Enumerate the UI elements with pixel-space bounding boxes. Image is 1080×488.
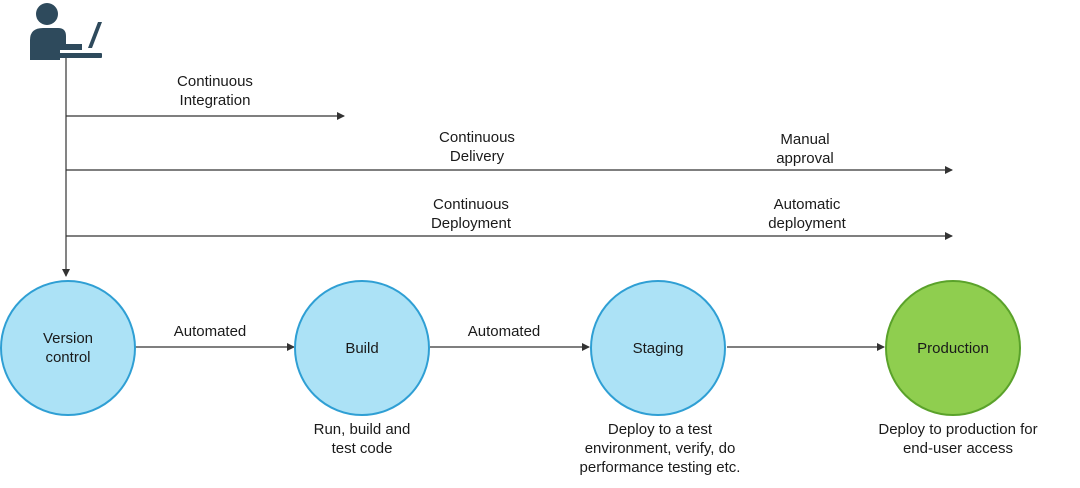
vc-build-edge-label: Automated xyxy=(173,323,247,340)
build-node: Build xyxy=(294,280,430,416)
build-label: Build xyxy=(345,339,379,357)
build-staging-edge-label: Automated xyxy=(467,323,541,340)
ci-lane-label: Continuous Integration xyxy=(177,73,253,109)
production-label: Production xyxy=(917,339,989,357)
manual-approval-label: Manual approval xyxy=(776,131,834,167)
cdep-lane-label: Continuous Deployment xyxy=(430,196,512,232)
automatic-deployment-label: Automatic deployment xyxy=(768,196,846,232)
production-node: Production xyxy=(885,280,1021,416)
cd-lane-label: Continuous Delivery xyxy=(439,129,515,165)
version-control-label: Version control xyxy=(42,330,94,366)
staging-label: Staging xyxy=(632,339,684,357)
version-control-node: Version control xyxy=(0,280,136,416)
developer-at-laptop-icon xyxy=(30,3,102,60)
staging-note: Deploy to a test environment, verify, do… xyxy=(579,421,741,476)
build-note: Run, build and test code xyxy=(313,421,411,457)
production-note: Deploy to production for end-user access xyxy=(878,421,1038,457)
staging-node: Staging xyxy=(590,280,726,416)
